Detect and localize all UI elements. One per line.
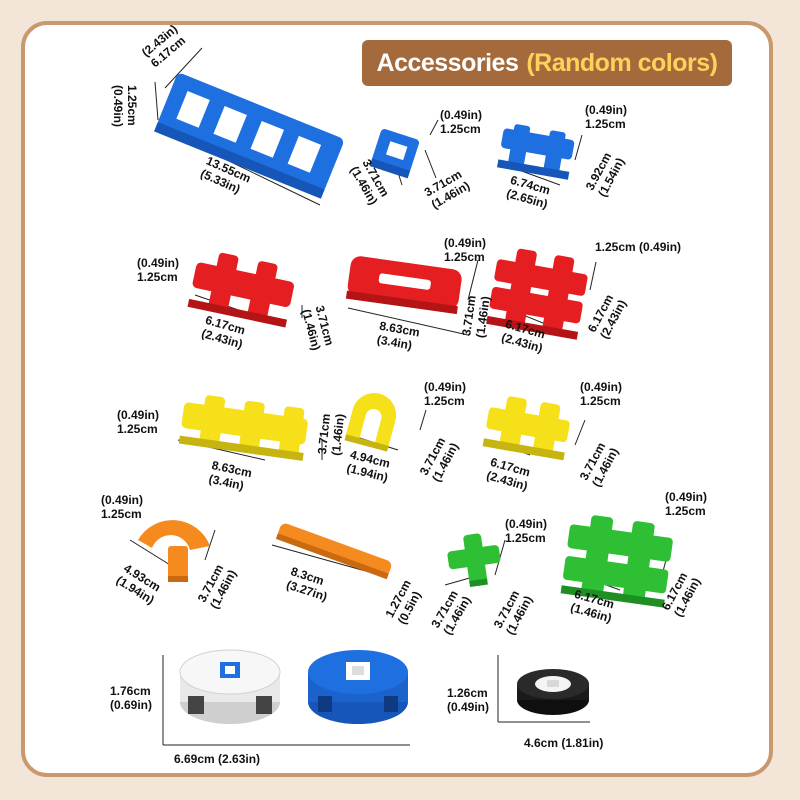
dim-label: 1.26cm(0.49in) — [447, 686, 490, 714]
dim-label: (0.49in)1.25cm — [117, 408, 160, 436]
dim-label: (0.49in)1.25cm — [444, 236, 487, 264]
white-wheel — [179, 649, 281, 724]
green-small-piece — [447, 533, 501, 587]
title-highlight: (Random colors) — [526, 48, 718, 77]
dim-label: (0.49in)1.25cm — [440, 108, 483, 136]
orange-curved-piece — [138, 520, 210, 582]
dim-label: 6.69cm (2.63in) — [174, 752, 261, 766]
dim-label: 3.71cm(1.46in) — [314, 412, 348, 457]
blue-wheel — [308, 650, 408, 724]
red-hash-piece-2 — [486, 248, 588, 340]
dim-label: (0.49in)1.25cm — [580, 380, 623, 408]
dim-label: 4.6cm (1.81in) — [524, 736, 604, 750]
red-hash-piece-1 — [187, 252, 294, 328]
yellow-grid-piece — [178, 395, 308, 461]
dim-label: (0.49in)1.25cm — [137, 256, 180, 284]
dim-label: (0.49in)1.25cm — [505, 517, 548, 545]
dim-label: 1.25cm (0.49in) — [595, 240, 682, 254]
red-oval-frame-piece — [345, 256, 462, 315]
dim-label: (0.49in)1.25cm — [585, 103, 628, 131]
dim-label: (0.49in)1.25cm — [424, 380, 467, 408]
title-main: Accessories — [376, 48, 519, 77]
yellow-hash-piece — [482, 396, 570, 461]
dim-label: 1.76cm(0.69in) — [110, 684, 153, 712]
black-tire — [517, 669, 589, 715]
title-banner: Accessories (Random colors) — [362, 40, 732, 86]
dim-label: 3.71cm(1.46in) — [459, 294, 493, 339]
dim-label: (0.49in)1.25cm — [101, 493, 144, 521]
blue-long-grid-piece — [154, 73, 344, 199]
dim-label: 1.25cm(0.49in) — [111, 84, 140, 128]
orange-rod-piece — [275, 523, 392, 580]
dim-label: (0.49in)1.25cm — [665, 490, 708, 518]
yellow-arch-piece — [344, 393, 396, 452]
green-hash-piece — [560, 515, 673, 608]
blue-small-h-piece — [369, 129, 420, 179]
blue-h-piece — [497, 124, 575, 180]
